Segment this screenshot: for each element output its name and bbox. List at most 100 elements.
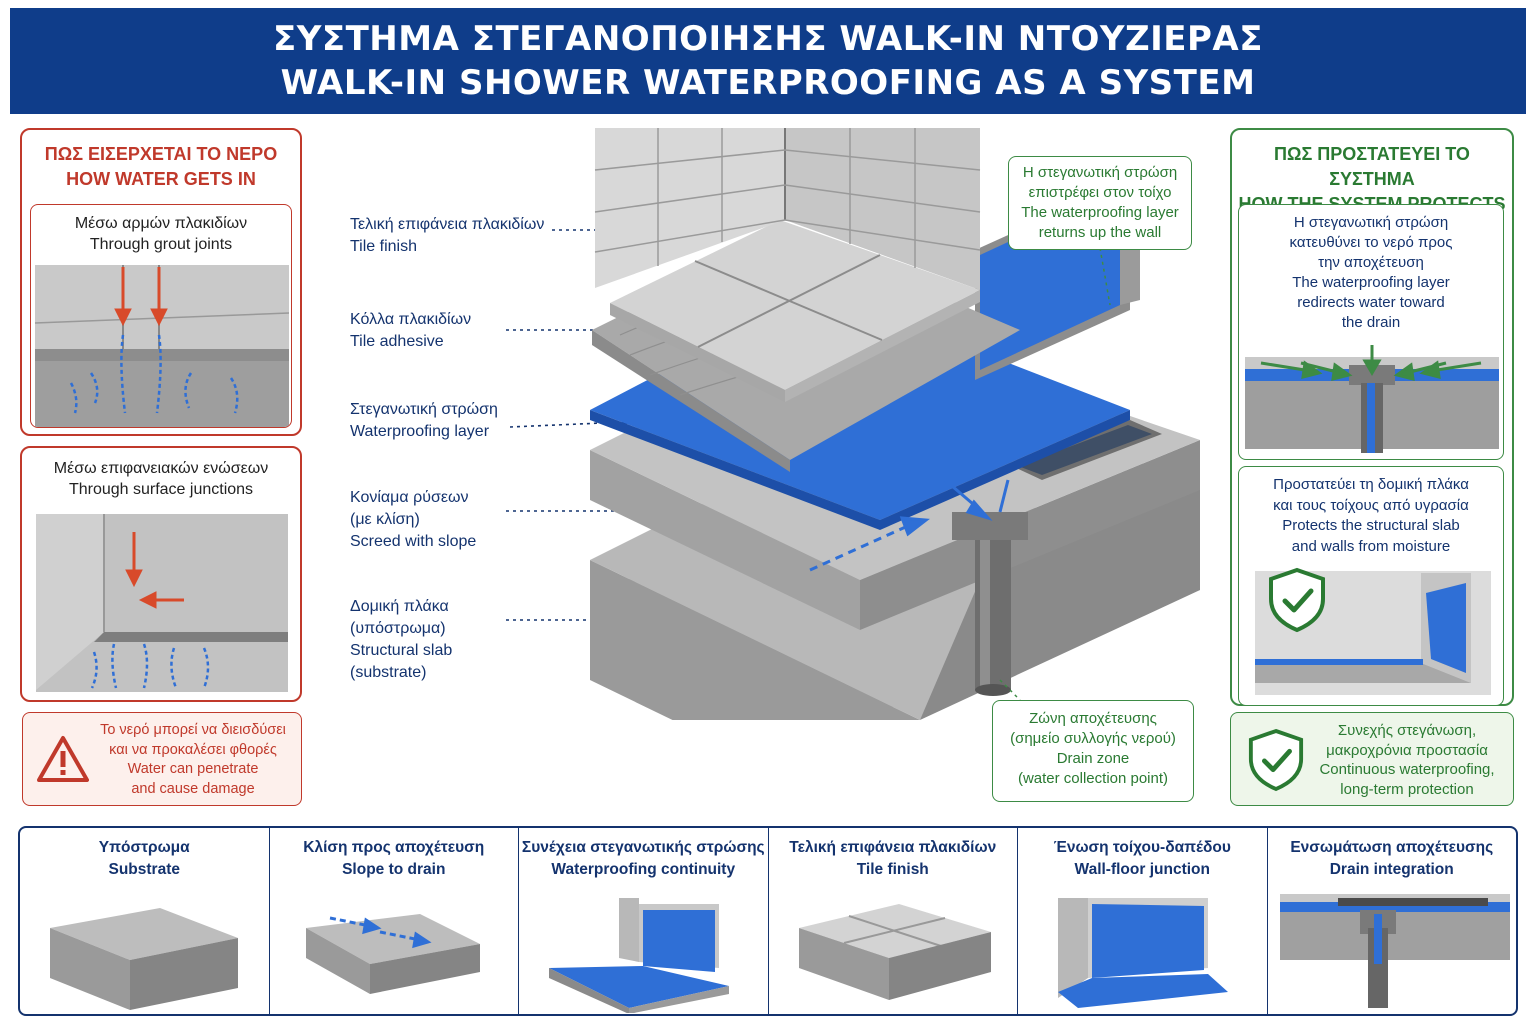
label-screed-en: Screed with slope [350, 533, 477, 550]
water-arrow-icon [125, 532, 184, 609]
feature-substrate-gr: Υπόστρωμα [98, 839, 190, 856]
warning-gr-1: Το νερό μπορεί να διεισδύσει [100, 722, 286, 738]
label-tile-finish: Τελική επιφάνεια πλακιδίων Tile finish [350, 214, 544, 258]
feature-tile-gr: Τελική επιφάνεια πλακιδίων [789, 839, 997, 856]
label-slab-gr1: Δομική πλάκα [350, 598, 449, 615]
card3-en1: Continuous waterproofing, [1319, 761, 1495, 778]
card2-en1: Protects the structural slab [1282, 517, 1460, 534]
card2-gr1: Προστατεύει τη δομική πλάκα [1273, 476, 1469, 493]
label-waterproofing-layer: Στεγανωτική στρώση Waterproofing layer [350, 399, 498, 443]
card1-en3: the drain [1341, 314, 1401, 331]
wall-tiles [594, 128, 981, 290]
card-grout-joints: Μέσω αρμών πλακιδίων Through grout joint… [30, 204, 292, 428]
label-tile-adhesive-en: Tile adhesive [350, 333, 444, 350]
warning-en-1: Water can penetrate [127, 761, 259, 777]
callout-drain-en2: (water collection point) [1017, 770, 1169, 787]
warning-triangle-icon [37, 736, 89, 782]
card1-gr1: Η στεγανωτική στρώση [1293, 214, 1449, 231]
label-structural-slab: Δομική πλάκα (υπόστρωμα) Structural slab… [350, 596, 452, 684]
shield-check-icon [1248, 728, 1304, 792]
callout-wall-en2: returns up the wall [1038, 224, 1162, 241]
card-protects-slab: Προστατεύει τη δομική πλάκα και τους τοί… [1238, 466, 1504, 706]
feature-waterproofing-continuity: Συνέχεια στεγανωτικής στρώσης Waterproof… [519, 828, 769, 1014]
card1-gr3: την αποχέτευση [1318, 254, 1424, 271]
callout-drain-gr1: Ζώνη αποχέτευσης [1029, 710, 1157, 727]
warning-en-2: and cause damage [131, 780, 255, 797]
feature-junction-gr: Ένωση τοίχου-δαπέδου [1053, 839, 1231, 856]
card-surface-junctions-gr: Μέσω επιφανειακών ενώσεων [53, 460, 269, 477]
feature-substrate: Υπόστρωμα Substrate [20, 828, 270, 1014]
drain-integration-icon [1279, 894, 1510, 1008]
feature-drain-en: Drain integration [1329, 861, 1454, 878]
left-panel-title-en: HOW WATER GETS IN [66, 169, 256, 189]
feature-substrate-en: Substrate [108, 861, 181, 878]
linear-drain-icon [1010, 420, 1162, 480]
label-tile-adhesive: Κόλλα πλακιδίων Tile adhesive [350, 309, 471, 353]
floor-tiles [610, 220, 980, 402]
protection-illustration [1255, 571, 1491, 695]
feature-continuity-gr: Συνέχεια στεγανωτικής στρώσης [521, 839, 765, 856]
card1-en2: redirects water toward [1297, 294, 1445, 311]
label-slab-en2: (substrate) [350, 664, 427, 681]
shield-check-icon [1269, 567, 1325, 633]
title-english: WALK-IN SHOWER WATERPROOFING AS A SYSTEM [280, 63, 1256, 103]
feature-continuity-en: Waterproofing continuity [551, 861, 736, 878]
feature-tile-en: Tile finish [856, 861, 929, 878]
water-arrow-icon [329, 916, 432, 949]
linear-drain-icon [1337, 898, 1488, 906]
callout-drain-gr2: (σημείο συλλογής νερού) [1010, 730, 1176, 747]
label-waterproofing-en: Waterproofing layer [350, 423, 490, 440]
card3-gr1: Συνεχής στεγάνωση, [1337, 722, 1477, 739]
card-grout-joints-en: Through grout joints [89, 236, 233, 253]
card2-en2: and walls from moisture [1291, 537, 1451, 555]
drain-pipe [952, 512, 1028, 696]
card3-en2: long-term protection [1340, 780, 1474, 798]
left-panel-title-gr: ΠΩΣ ΕΙΣΕΡΧΕΤΑΙ ΤΟ ΝΕΡΟ [44, 144, 278, 164]
label-slab-en1: Structural slab [350, 642, 453, 659]
water-arrow-icon [809, 478, 1010, 572]
feature-drain-integration: Ενσωμάτωση αποχέτευσης Drain integration [1268, 828, 1517, 1014]
callout-wall-return: Η στεγανωτική στρώση επιστρέφει στον τοί… [1008, 156, 1192, 250]
bottom-feature-strip: Υπόστρωμα Substrate Κλίση προς αποχέτευσ… [18, 826, 1518, 1016]
callout-drain-zone: Ζώνη αποχέτευσης (σημείο συλλογής νερού)… [992, 700, 1194, 802]
callout-wall-gr1: Η στεγανωτική στρώση [1022, 164, 1178, 181]
feature-junction-en: Wall-floor junction [1074, 861, 1210, 878]
callout-wall-gr2: επιστρέφει στον τοίχο [1028, 184, 1172, 201]
label-waterproofing-gr: Στεγανωτική στρώση [350, 401, 498, 418]
continuity-icon [549, 898, 729, 1013]
card3-gr2: μακροχρόνια προστασία [1326, 741, 1488, 759]
callout-wall-en1: The waterproofing layer [1021, 204, 1179, 221]
label-tile-adhesive-gr: Κόλλα πλακιδίων [350, 311, 472, 328]
page-header: ΣΥΣΤΗΜΑ ΣΤΕΓΑΝΟΠΟΙΗΣΗΣ WALK-IN ΝΤΟΥΖΙΕΡΑ… [10, 8, 1526, 114]
label-screed: Κονίαμα ρύσεων (με κλίση) Screed with sl… [350, 487, 476, 553]
title-greek: ΣΥΣΤΗΜΑ ΣΤΕΓΑΝΟΠΟΙΗΣΗΣ WALK-IN ΝΤΟΥΖΙΕΡΑ… [273, 19, 1263, 59]
surface-junction-illustration [36, 514, 288, 692]
water-arrow-icon [1260, 345, 1482, 381]
feature-tile-finish: Τελική επιφάνεια πλακιδίων Tile finish [769, 828, 1018, 1014]
feature-slope-en: Slope to drain [342, 861, 446, 878]
warning-box: Το νερό μπορεί να διεισδύσει και να προκ… [22, 712, 302, 806]
card-surface-junctions-en: Through surface junctions [68, 481, 254, 498]
card2-gr2: και τους τοίχους από υγρασία [1273, 496, 1469, 514]
callout-drain-en1: Drain zone [1056, 750, 1130, 767]
redirect-illustration [1245, 345, 1499, 453]
slope-icon [305, 914, 480, 994]
grout-joint-illustration [34, 265, 290, 427]
card1-gr2: κατευθύνει το νερό προς [1289, 234, 1453, 251]
label-screed-gr1: Κονίαμα ρύσεων [350, 489, 469, 506]
feature-slope-gr: Κλίση προς αποχέτευση [303, 839, 485, 856]
substrate-icon [50, 908, 238, 1010]
card-continuous-protection: Συνεχής στεγάνωση, μακροχρόνια προστασία… [1230, 712, 1514, 806]
water-arrow-icon [114, 267, 168, 327]
label-tile-finish-en: Tile finish [350, 238, 417, 255]
feature-drain-gr: Ενσωμάτωση αποχέτευσης [1290, 839, 1494, 856]
right-panel-title-gr: ΠΩΣ ΠΡΟΣΤΑΤΕΥΕΙ ΤΟ ΣΥΣΤΗΜΑ [1274, 144, 1470, 189]
card-surface-junctions: Μέσω επιφανειακών ενώσεων Through surfac… [30, 450, 292, 696]
card-redirects-water: Η στεγανωτική στρώση κατευθύνει το νερό … [1238, 204, 1504, 460]
tile-finish-icon [798, 904, 991, 1000]
label-screed-gr2: (με κλίση) [350, 511, 420, 528]
card1-en1: The waterproofing layer [1292, 274, 1450, 291]
label-slab-gr2: (υπόστρωμα) [350, 620, 446, 637]
feature-wall-floor-junction: Ένωση τοίχου-δαπέδου Wall-floor junction [1018, 828, 1268, 1014]
card-grout-joints-gr: Μέσω αρμών πλακιδίων [74, 215, 248, 232]
